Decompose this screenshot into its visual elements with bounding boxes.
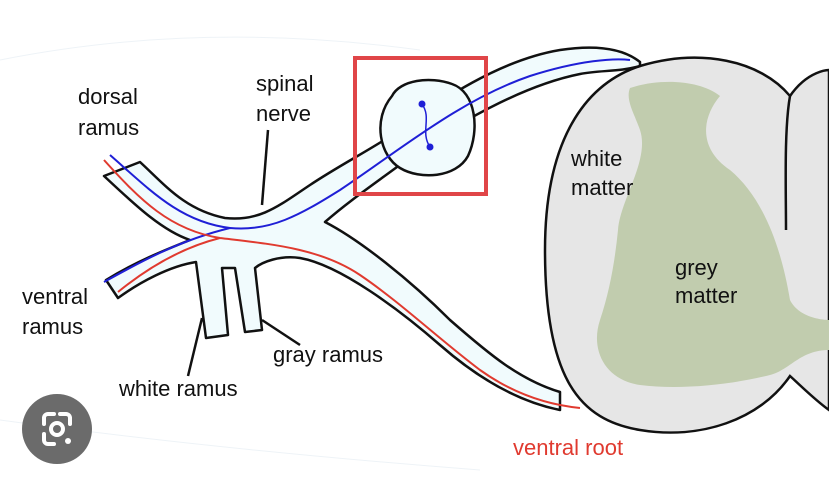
dorsal-root-ganglion	[379, 78, 476, 177]
label-white-matter: matter	[571, 175, 634, 200]
label-ventral-ramus: ramus	[22, 314, 84, 339]
red-motor-fiber	[103, 159, 581, 409]
label-ventral-root: ventral root	[513, 435, 624, 460]
label-white-ramus: white ramus	[119, 376, 238, 401]
label-dorsal-ramus: ramus	[78, 115, 140, 140]
label-spinal-nerve: nerve	[256, 101, 312, 126]
label-gray-ramus: gray ramus	[273, 342, 384, 367]
google-lens-button[interactable]	[22, 394, 92, 464]
leader-lines	[186, 129, 301, 377]
google-lens-icon	[42, 412, 72, 446]
label-ventral: ventral	[22, 284, 89, 309]
image-crop-mask	[480, 6, 688, 44]
label-white: white	[571, 146, 623, 171]
dorsal-median-sulcus	[784, 95, 792, 231]
blue-sensory-fiber	[103, 58, 631, 283]
ganglion-neuron	[418, 100, 434, 151]
label-grey: grey	[675, 255, 718, 280]
label-grey-matter: matter	[675, 283, 738, 308]
label-dorsal: dorsal	[78, 84, 138, 109]
label-spinal: spinal	[256, 71, 314, 96]
grey-matter	[596, 81, 829, 387]
highlight-box	[353, 56, 488, 196]
